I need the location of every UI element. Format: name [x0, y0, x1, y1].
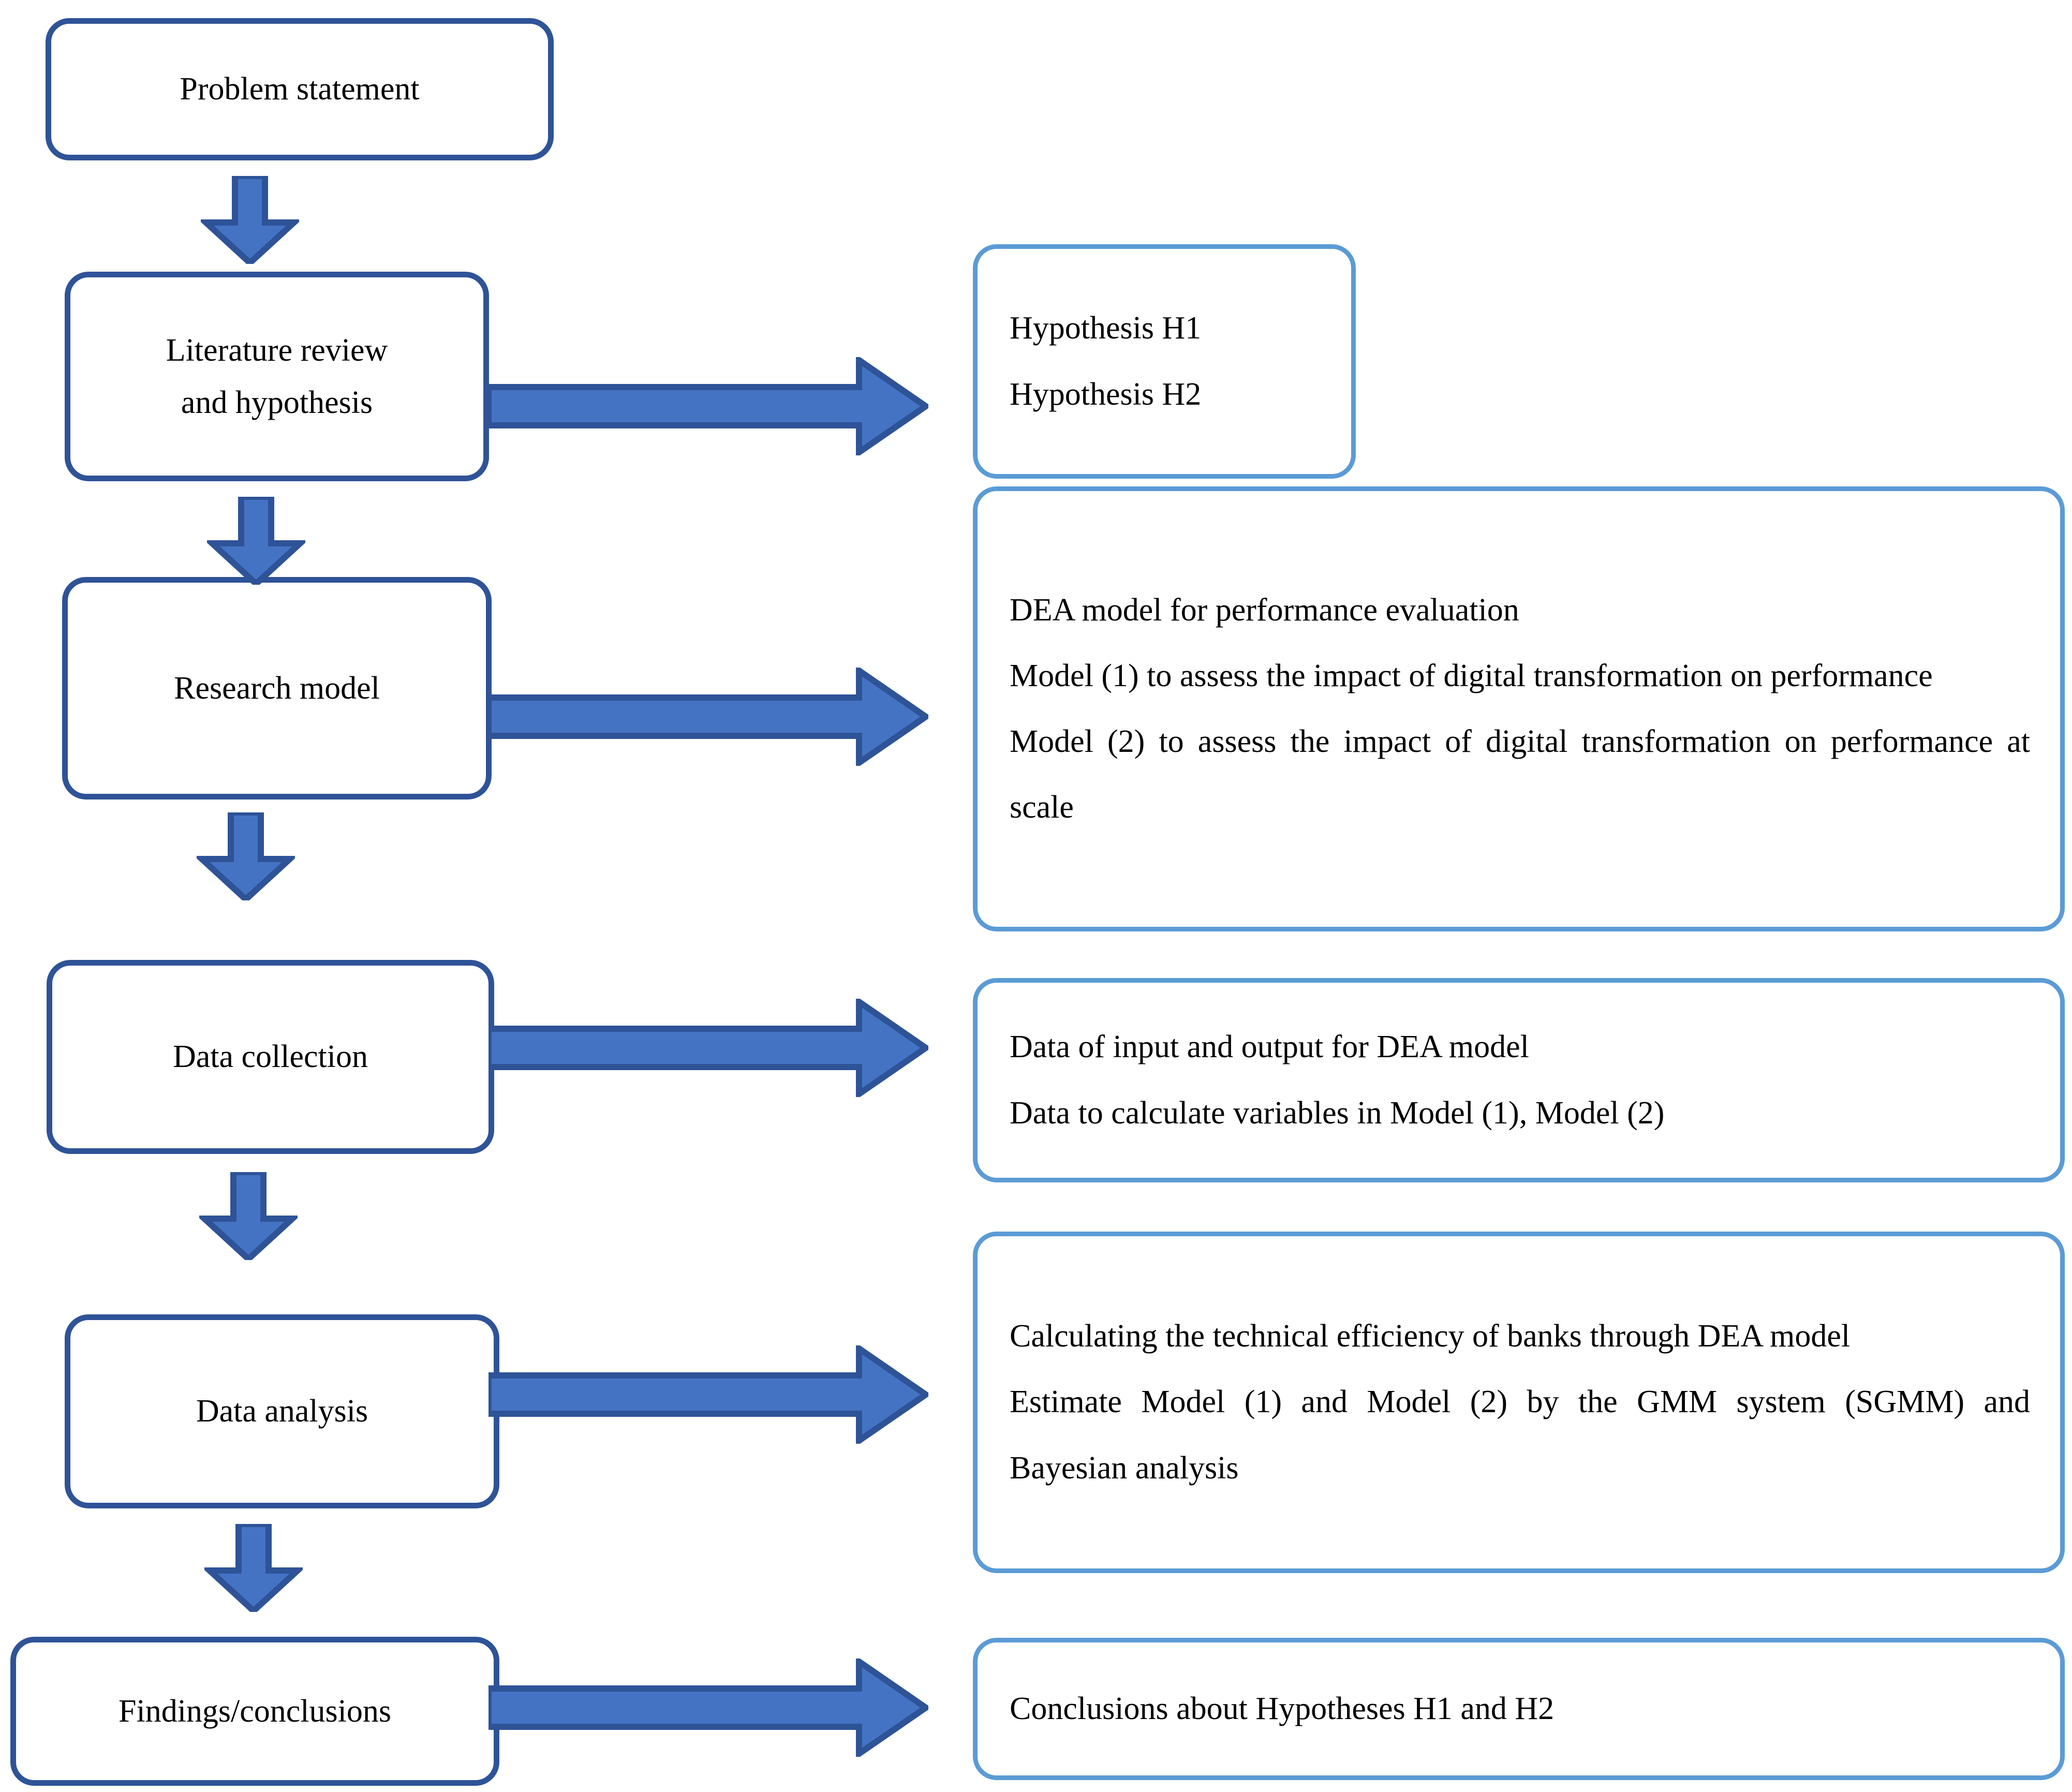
detail-box-conclusions[interactable]: Conclusions about Hypotheses H1 and H2: [973, 1638, 2065, 1780]
stage-label-problem-statement: Problem statement: [180, 71, 420, 107]
stage-label-literature-review-line1: Literature review: [166, 333, 388, 368]
stage-label-literature-review: Literature review and hypothesis: [70, 324, 483, 428]
stage-box-findings-conclusions[interactable]: Findings/conclusions: [10, 1637, 499, 1786]
detail-line: Data of input and output for DEA model: [1010, 1029, 1529, 1065]
detail-box-data-analysis[interactable]: Calculating the technical efficiency of …: [973, 1232, 2065, 1573]
stage-label-data-analysis: Data analysis: [196, 1394, 368, 1429]
right-arrow-icon: [489, 999, 928, 1097]
detail-text-hypotheses: Hypothesis H1 Hypothesis H2: [978, 295, 1351, 427]
detail-line: Data to calculate variables in Model (1)…: [1010, 1095, 1665, 1131]
detail-line: Calculating the technical efficiency of …: [1010, 1319, 1851, 1354]
detail-line: Model (1) to assess the impact of digita…: [1010, 658, 1933, 693]
right-arrow-icon: [489, 357, 928, 455]
detail-text-conclusions: Conclusions about Hypotheses H1 and H2: [978, 1676, 2060, 1742]
detail-box-hypotheses[interactable]: Hypothesis H1 Hypothesis H2: [973, 244, 1356, 479]
detail-text-research-model: DEA model for performance evaluation Mod…: [978, 577, 2060, 840]
right-arrow-icon: [489, 1345, 928, 1444]
stage-box-research-model[interactable]: Research model: [62, 577, 492, 799]
stage-label-findings-conclusions: Findings/conclusions: [118, 1693, 392, 1729]
detail-line: Model (2) to assess the impact of digita…: [1010, 724, 2030, 825]
right-arrow-icon: [489, 668, 928, 766]
stage-label-literature-review-line2: and hypothesis: [181, 384, 373, 420]
stage-box-problem-statement[interactable]: Problem statement: [46, 18, 554, 160]
stage-label-data-collection: Data collection: [173, 1039, 368, 1075]
detail-line: Estimate Model (1) and Model (2) by the …: [1010, 1384, 2030, 1486]
down-arrow-icon: [199, 1172, 298, 1260]
stage-box-data-analysis[interactable]: Data analysis: [65, 1314, 499, 1508]
detail-text-data-collection: Data of input and output for DEA model D…: [978, 1014, 2060, 1146]
down-arrow-icon: [197, 812, 295, 900]
down-arrow-icon: [204, 1524, 303, 1612]
detail-box-data-collection[interactable]: Data of input and output for DEA model D…: [973, 978, 2065, 1182]
stage-label-research-model: Research model: [174, 670, 380, 706]
detail-line: Hypothesis H2: [1010, 376, 1202, 412]
stage-box-literature-review[interactable]: Literature review and hypothesis: [65, 272, 489, 481]
detail-line: DEA model for performance evaluation: [1010, 592, 1519, 628]
detail-text-data-analysis: Calculating the technical efficiency of …: [978, 1304, 2060, 1501]
right-arrow-icon: [489, 1658, 928, 1757]
detail-line: Hypothesis H1: [1010, 310, 1202, 346]
down-arrow-icon: [201, 176, 299, 264]
stage-box-data-collection[interactable]: Data collection: [47, 960, 494, 1154]
detail-line: Conclusions about Hypotheses H1 and H2: [1010, 1691, 1555, 1726]
detail-box-research-model[interactable]: DEA model for performance evaluation Mod…: [973, 486, 2065, 931]
down-arrow-icon: [207, 497, 305, 585]
